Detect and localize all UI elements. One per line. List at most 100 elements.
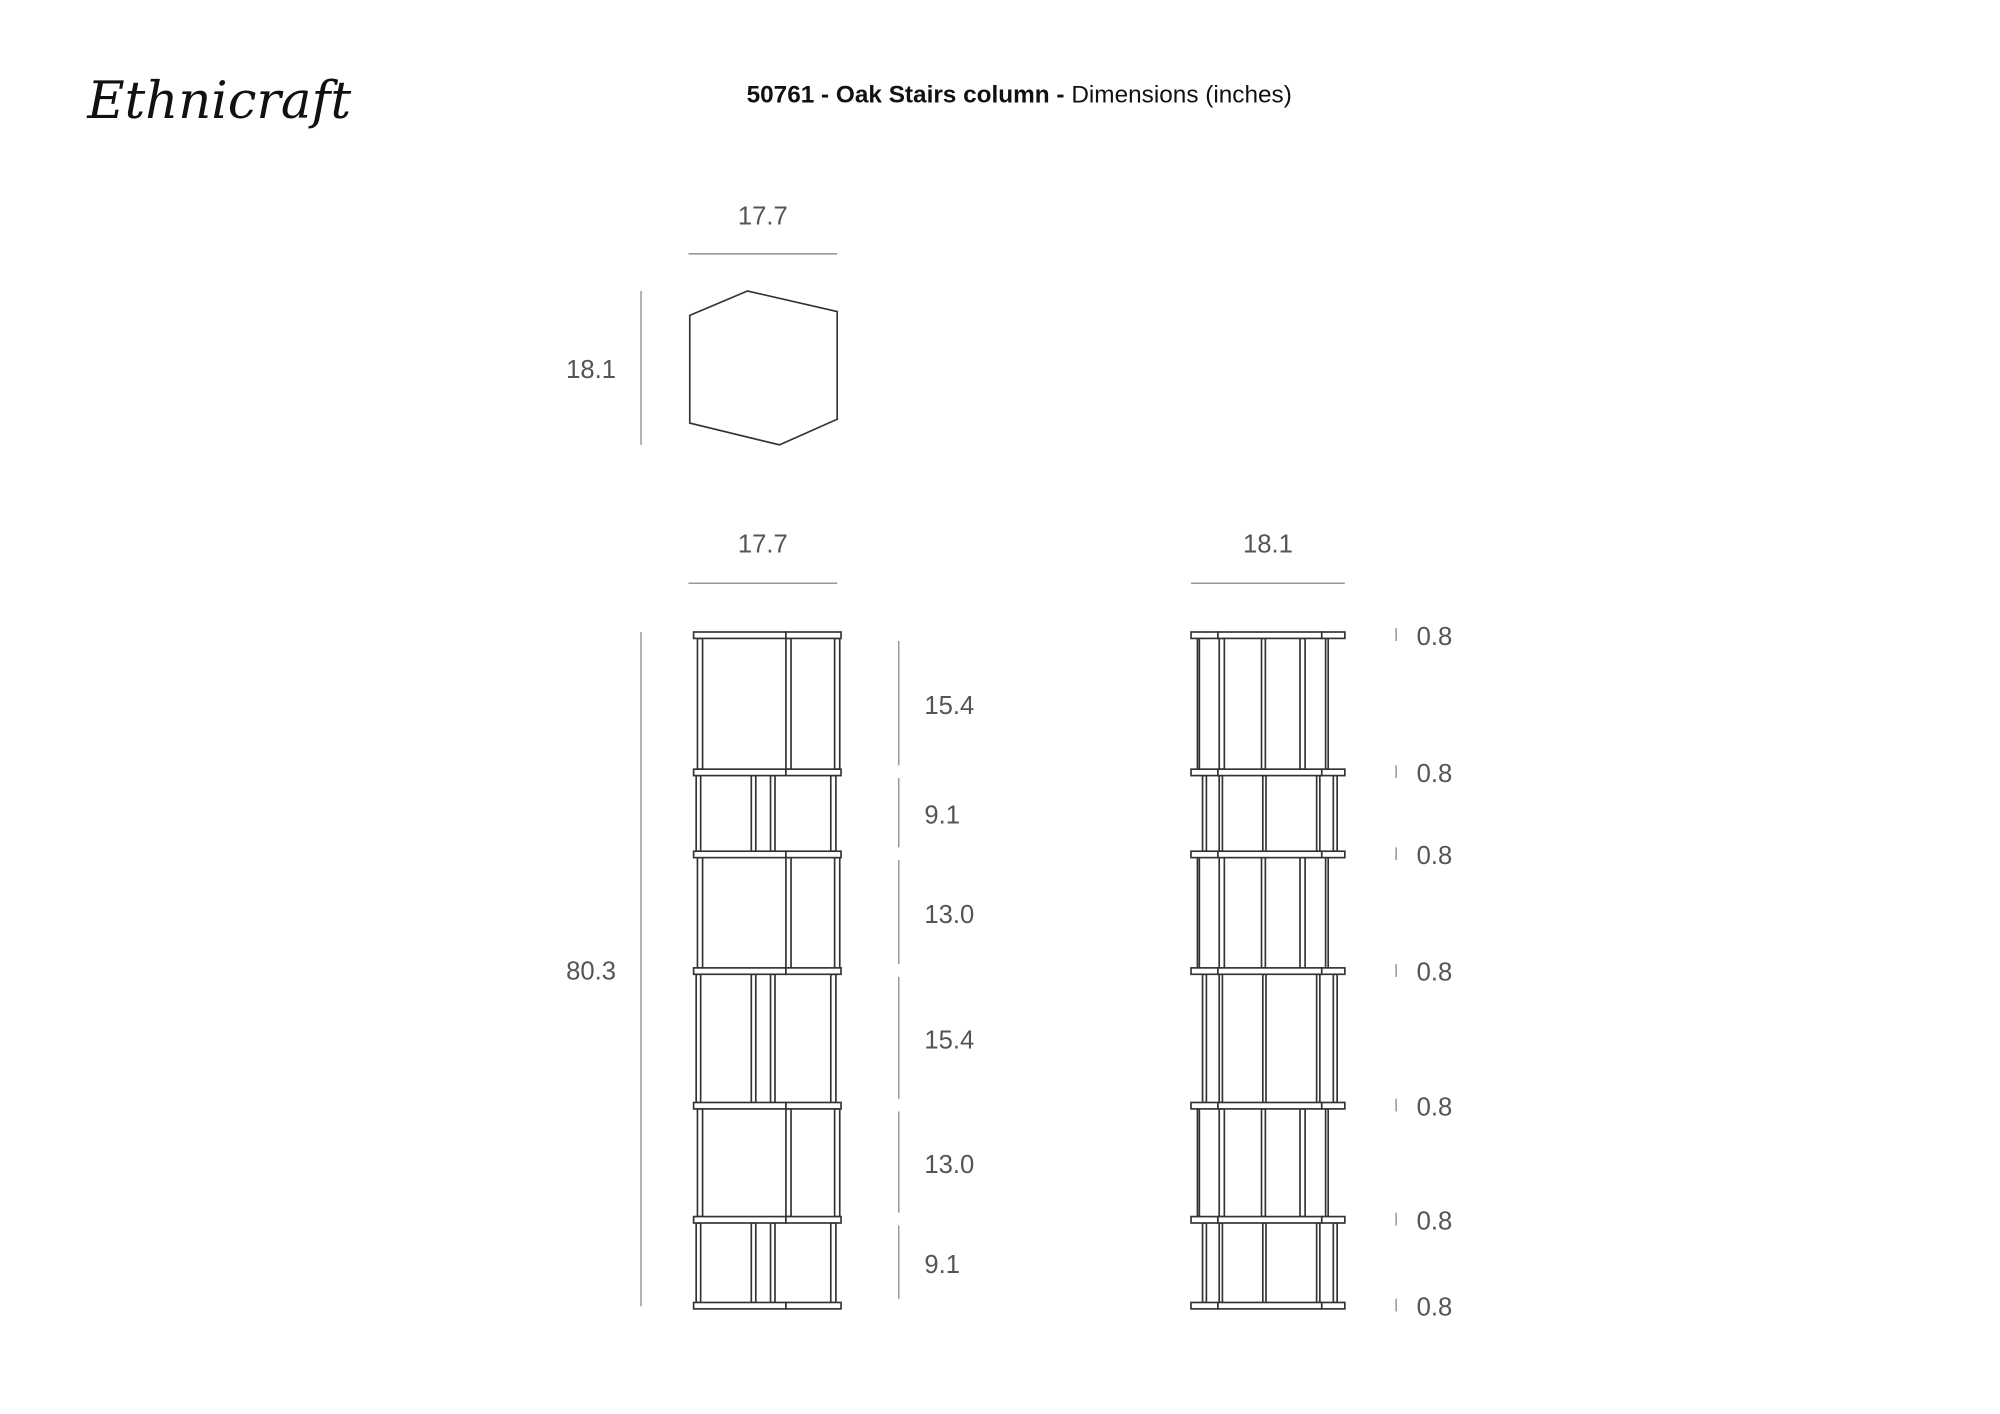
post xyxy=(695,1222,702,1304)
shelf xyxy=(692,1215,787,1224)
shelf xyxy=(1320,631,1346,640)
hexagon-top-outline xyxy=(688,290,839,446)
shelf xyxy=(1217,850,1323,859)
shelf xyxy=(785,967,842,976)
post xyxy=(1315,973,1321,1104)
post xyxy=(785,637,792,771)
title-product: 50761 - Oak Stairs column - xyxy=(747,82,1065,109)
shelf xyxy=(1190,631,1219,640)
section-height-label: 15.4 xyxy=(924,1027,974,1055)
post xyxy=(769,1222,776,1304)
post xyxy=(1201,973,1208,1104)
shelf xyxy=(785,1301,842,1310)
top-depth-label: 18.1 xyxy=(566,356,616,384)
shelf-thickness-label: 0.8 xyxy=(1417,1207,1453,1235)
section-height-label: 13.0 xyxy=(924,901,974,929)
post xyxy=(1324,637,1330,771)
post xyxy=(696,637,704,771)
front-width-label: 17.7 xyxy=(738,531,788,559)
post xyxy=(1324,856,1330,969)
post xyxy=(696,1108,704,1218)
post xyxy=(1201,1222,1208,1304)
post xyxy=(1218,774,1224,853)
post xyxy=(750,774,757,853)
post xyxy=(1218,1108,1226,1218)
post xyxy=(1299,637,1306,771)
post xyxy=(833,1108,841,1218)
post xyxy=(829,973,837,1104)
shelf xyxy=(1320,967,1346,976)
shelf xyxy=(1217,768,1323,777)
shelf-thickness-label: 0.8 xyxy=(1417,842,1453,870)
page-title: 50761 - Oak Stairs column - Dimensions (… xyxy=(747,82,1292,109)
post xyxy=(1261,774,1267,853)
post xyxy=(1218,1222,1224,1304)
shelf xyxy=(785,631,842,640)
shelf xyxy=(1217,631,1323,640)
section-height-label: 9.1 xyxy=(924,802,960,830)
post xyxy=(1332,1222,1338,1304)
ethnicraft-logo: Ethnicraft xyxy=(86,71,351,131)
post xyxy=(829,774,837,853)
top-width-label: 17.7 xyxy=(738,202,788,230)
shelf xyxy=(785,768,842,777)
shelf xyxy=(1190,1301,1219,1310)
shelf xyxy=(1320,1215,1346,1224)
post xyxy=(1201,774,1208,853)
front-height-label: 80.3 xyxy=(566,957,616,985)
title-subtitle: Dimensions (inches) xyxy=(1065,82,1292,109)
post xyxy=(833,856,841,969)
shelf xyxy=(1190,850,1219,859)
shelf xyxy=(785,850,842,859)
post xyxy=(1196,637,1201,771)
shelf xyxy=(1190,1101,1219,1110)
post xyxy=(1315,774,1321,853)
shelf xyxy=(692,1101,787,1110)
post xyxy=(1260,1108,1267,1218)
top-view: 17.7 18.1 xyxy=(566,202,839,446)
post xyxy=(829,1222,837,1304)
shelf xyxy=(692,768,787,777)
shelf xyxy=(1190,1215,1219,1224)
post xyxy=(785,1108,792,1218)
shelf xyxy=(1190,967,1219,976)
shelf xyxy=(1190,768,1219,777)
post xyxy=(785,856,792,969)
shelf xyxy=(785,1215,842,1224)
shelf xyxy=(1320,1101,1346,1110)
post xyxy=(1299,856,1306,969)
post xyxy=(769,774,776,853)
post xyxy=(750,1222,757,1304)
shelf xyxy=(692,631,787,640)
post xyxy=(1260,637,1267,771)
post xyxy=(1218,637,1226,771)
shelf-thickness-label: 0.8 xyxy=(1417,760,1453,788)
post xyxy=(1196,1108,1201,1218)
side-width-label: 18.1 xyxy=(1243,531,1293,559)
shelf xyxy=(692,1301,787,1310)
shelf-thickness-label: 0.8 xyxy=(1417,1093,1453,1121)
post xyxy=(1260,856,1267,969)
shelf xyxy=(1217,1301,1323,1310)
section-height-label: 9.1 xyxy=(924,1251,960,1279)
front-view: 17.7 80.3 15.49.113.015.413.09.1 xyxy=(566,531,974,1310)
post xyxy=(769,973,776,1104)
shelf-thickness-label: 0.8 xyxy=(1417,959,1453,987)
post xyxy=(1315,1222,1321,1304)
shelf xyxy=(1320,768,1346,777)
shelf xyxy=(1320,1301,1346,1310)
post xyxy=(1218,856,1226,969)
post xyxy=(695,774,702,853)
post xyxy=(695,973,702,1104)
post xyxy=(1196,856,1201,969)
shelf xyxy=(1217,967,1323,976)
post xyxy=(1332,774,1338,853)
shelf xyxy=(692,967,787,976)
post xyxy=(833,637,841,771)
post xyxy=(1261,973,1267,1104)
post xyxy=(750,973,757,1104)
shelf xyxy=(1320,850,1346,859)
post xyxy=(1332,973,1338,1104)
shelf-thickness-label: 0.8 xyxy=(1417,623,1453,651)
